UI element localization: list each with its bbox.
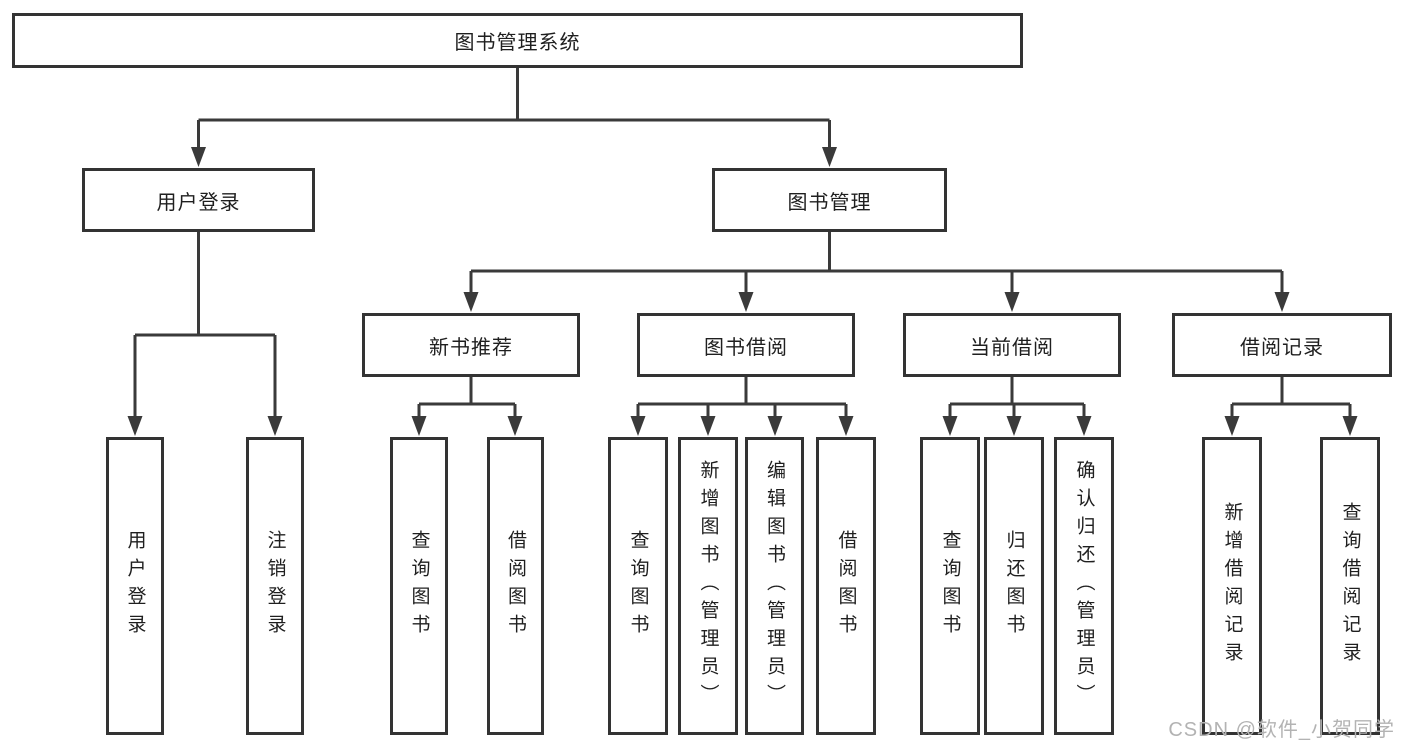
leaf-bb-edit-book-admin: 编辑图书（管理员） (745, 437, 804, 735)
node-book-mgmt-label: 图书管理 (787, 191, 872, 214)
leaf-bb-add-book-admin: 新增图书（管理员） (678, 437, 738, 735)
connector-lines (133, 68, 1352, 418)
node-new-book-rec-label: 新书推荐 (429, 336, 513, 359)
leaf-user-login-label: 用户登录 (124, 530, 146, 642)
leaf-bb-query-books: 查询图书 (608, 437, 668, 735)
node-book-borrow: 图书借阅 (637, 313, 855, 377)
node-user-login-branch: 用户登录 (82, 168, 315, 232)
node-current-borrow: 当前借阅 (903, 313, 1121, 377)
leaf-br-query-record-label: 查询借阅记录 (1339, 502, 1361, 670)
leaf-logout: 注销登录 (246, 437, 304, 735)
leaf-br-add-record-label: 新增借阅记录 (1221, 502, 1243, 670)
watermark: CSDN @软件_小贺同学 (1168, 719, 1395, 741)
leaf-cb-query-books: 查询图书 (920, 437, 980, 735)
leaf-br-add-record: 新增借阅记录 (1202, 437, 1262, 735)
leaf-cb-query-books-label: 查询图书 (939, 530, 961, 642)
leaf-cb-confirm-return-admin-label: 确认归还（管理员） (1073, 460, 1095, 712)
leaf-br-query-record: 查询借阅记录 (1320, 437, 1380, 735)
node-book-mgmt-branch: 图书管理 (712, 168, 947, 232)
node-borrow-records: 借阅记录 (1172, 313, 1392, 377)
node-new-book-rec: 新书推荐 (362, 313, 580, 377)
leaf-nbr-query-books: 查询图书 (390, 437, 448, 735)
leaf-cb-return-books: 归还图书 (984, 437, 1044, 735)
node-root: 图书管理系统 (12, 13, 1023, 68)
leaf-nbr-query-books-label: 查询图书 (408, 530, 430, 642)
node-user-login-label: 用户登录 (156, 191, 241, 214)
leaf-user-login: 用户登录 (106, 437, 164, 735)
node-book-borrow-label: 图书借阅 (704, 336, 788, 359)
node-current-borrow-label: 当前借阅 (970, 336, 1054, 359)
leaf-bb-query-books-label: 查询图书 (627, 530, 649, 642)
node-root-label: 图书管理系统 (454, 32, 581, 54)
leaf-cb-confirm-return-admin: 确认归还（管理员） (1054, 437, 1114, 735)
leaf-bb-borrow-books-label: 借阅图书 (835, 530, 857, 642)
leaf-nbr-borrow-books: 借阅图书 (487, 437, 544, 735)
leaf-logout-label: 注销登录 (264, 530, 286, 642)
leaf-bb-borrow-books: 借阅图书 (816, 437, 876, 735)
leaf-nbr-borrow-books-label: 借阅图书 (505, 530, 526, 642)
arrowhead-icons (127, 147, 1358, 436)
leaf-cb-return-books-label: 归还图书 (1003, 530, 1025, 642)
leaf-bb-edit-book-admin-label: 编辑图书（管理员） (764, 460, 785, 712)
leaf-bb-add-book-admin-label: 新增图书（管理员） (697, 460, 719, 712)
node-borrow-records-label: 借阅记录 (1240, 336, 1324, 359)
